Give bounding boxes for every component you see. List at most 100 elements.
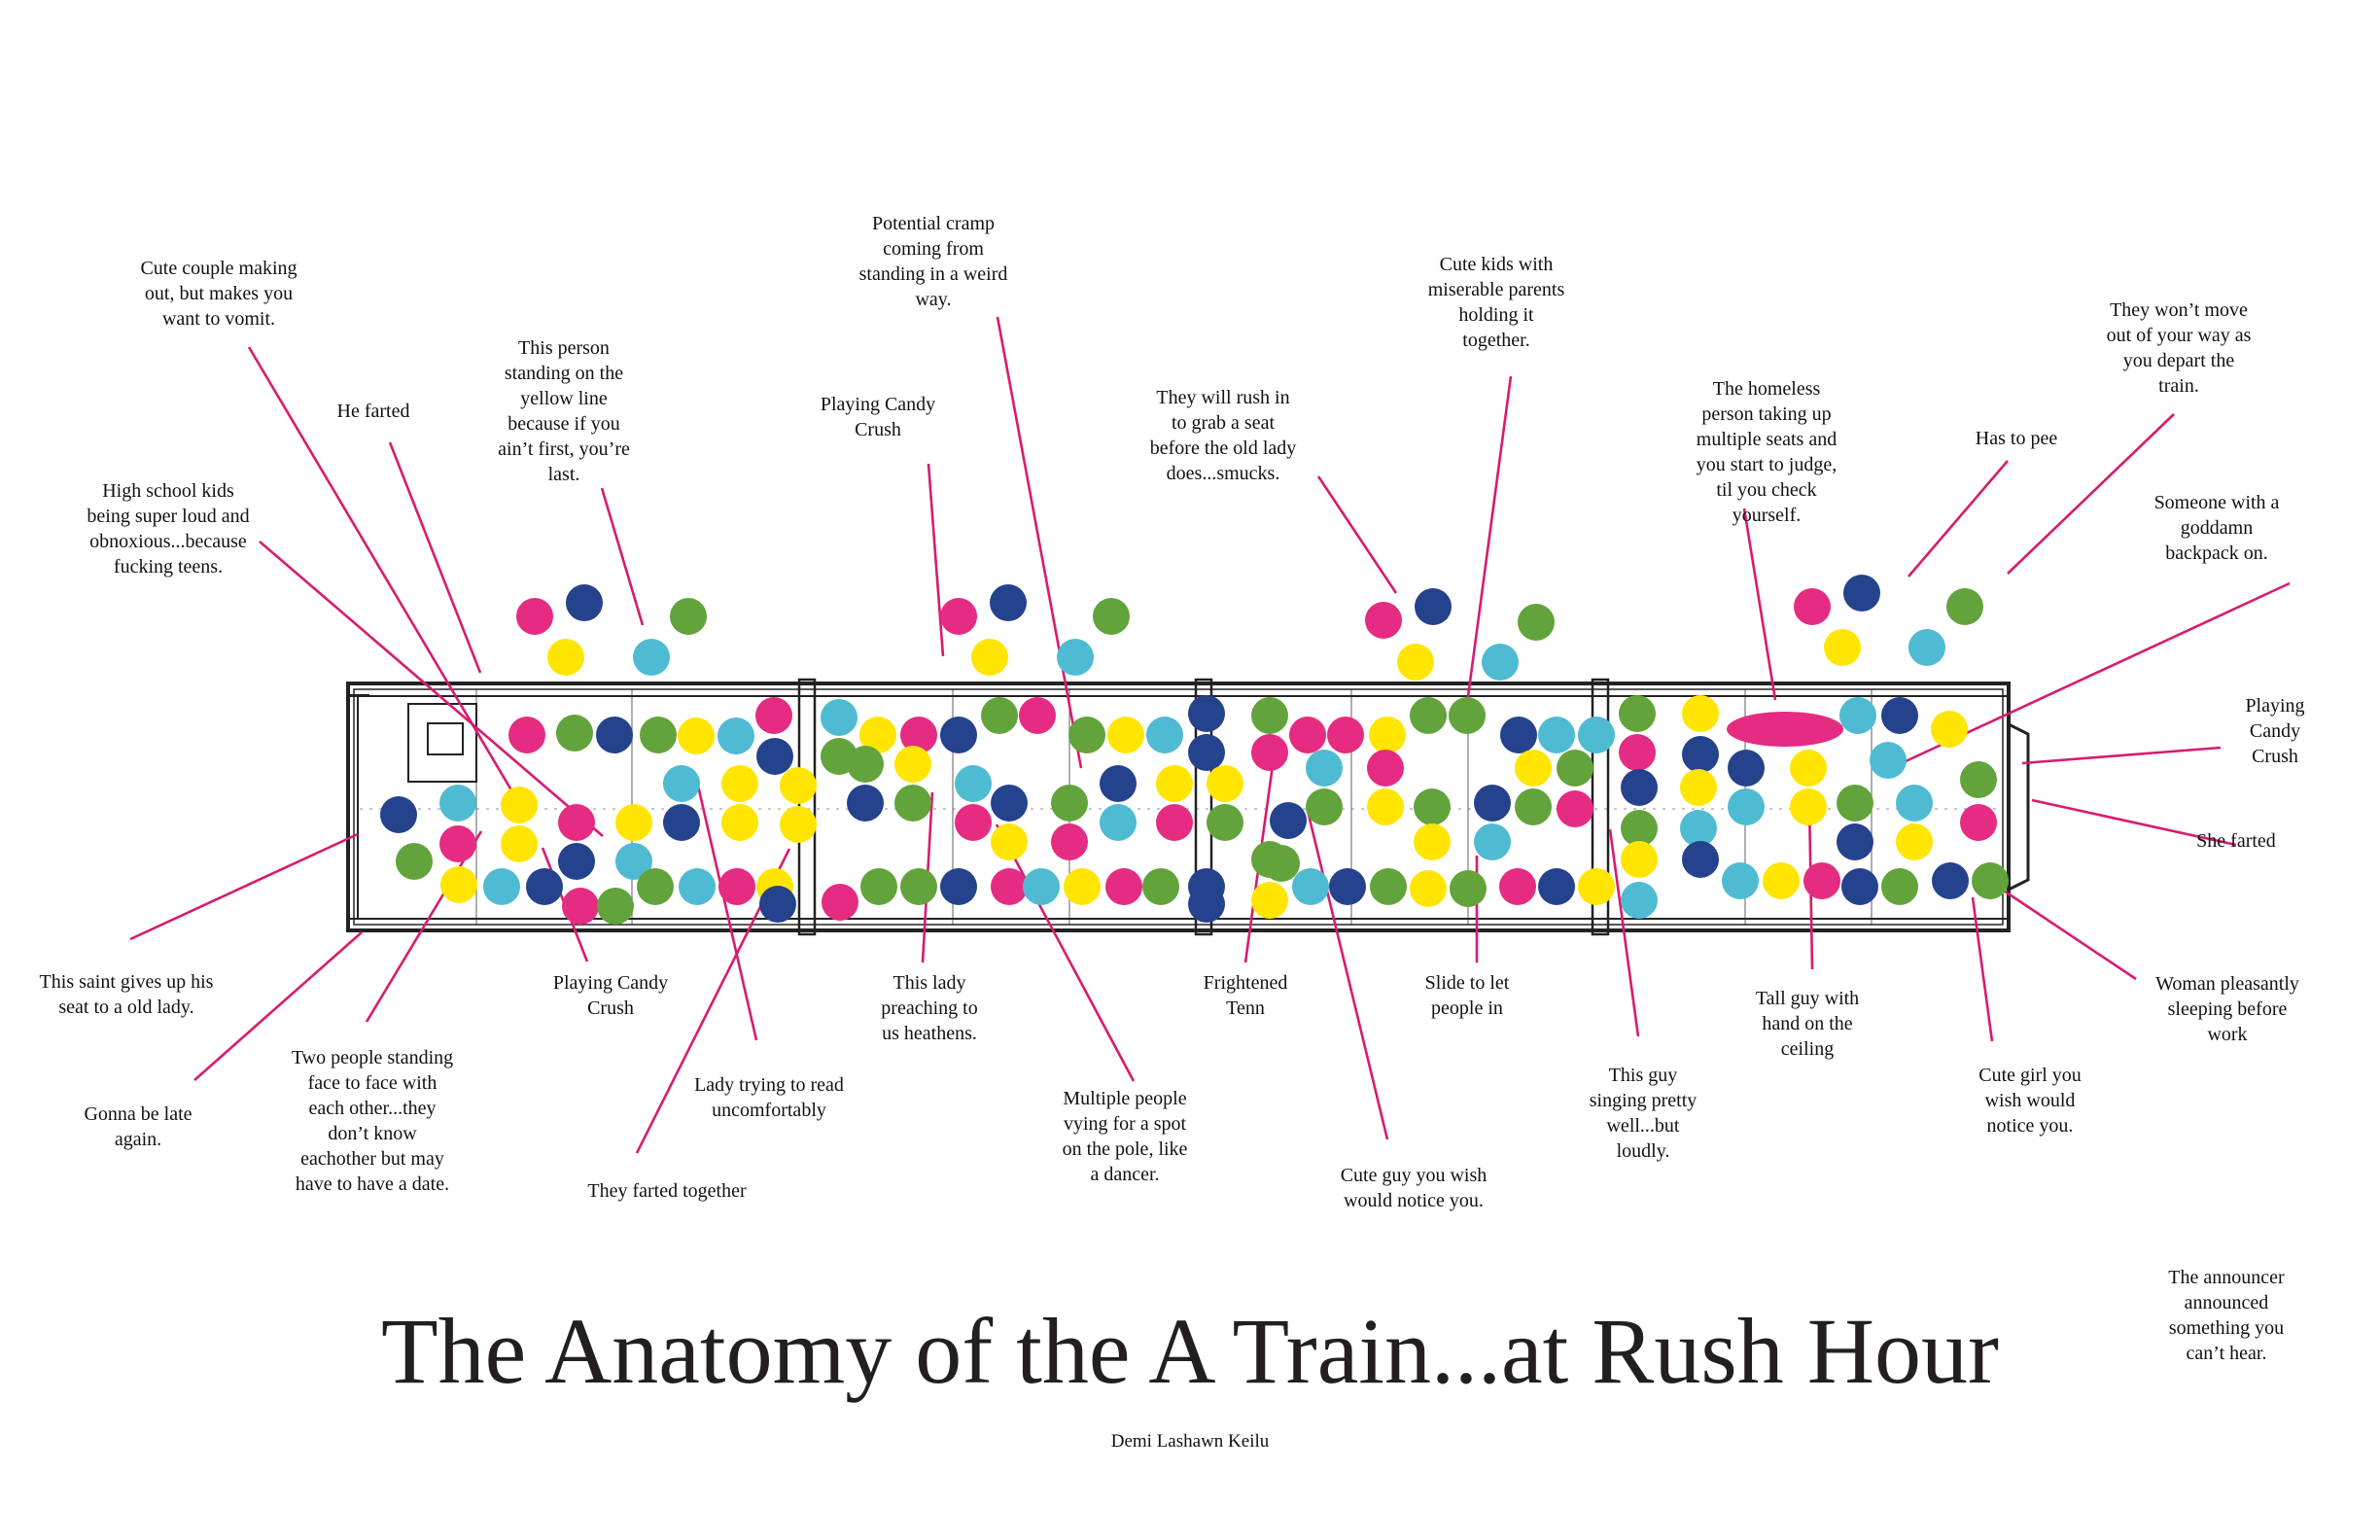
passenger-dot-43 bbox=[1289, 717, 1326, 753]
passenger-dot-1 bbox=[516, 598, 553, 635]
passenger-dot-152 bbox=[1682, 841, 1719, 878]
annotation-he-farted: He farted bbox=[336, 401, 410, 422]
passenger-dot-25 bbox=[678, 718, 715, 754]
passenger-dot-57 bbox=[1931, 711, 1968, 748]
annotation-cute-guy: Cute guy you wish would notice you. bbox=[1340, 1165, 1488, 1211]
passenger-dot-60 bbox=[439, 825, 476, 862]
passenger-dot-51 bbox=[1619, 695, 1656, 732]
passenger-dot-124 bbox=[637, 868, 674, 905]
passenger-dot-9 bbox=[971, 639, 1008, 676]
passenger-dot-27 bbox=[755, 697, 792, 734]
passenger-dot-154 bbox=[1763, 862, 1800, 899]
annotation-slide: Slide to let people in bbox=[1424, 972, 1510, 1019]
passenger-dot-22 bbox=[556, 715, 593, 752]
passenger-dot-87 bbox=[1207, 765, 1243, 802]
passenger-dot-131 bbox=[900, 868, 937, 905]
passenger-dot-76 bbox=[894, 785, 931, 822]
passenger-dot-68 bbox=[663, 804, 700, 841]
annotation-backpack: Someone with a goddamn backpack on. bbox=[2153, 492, 2280, 564]
leader-line-5 bbox=[996, 316, 1083, 769]
poster-author: Demi Lashawn Keilu bbox=[1110, 1431, 1270, 1452]
passenger-dot-32 bbox=[900, 717, 937, 753]
passenger-dot-91 bbox=[1306, 750, 1343, 787]
passenger-dot-54 bbox=[1682, 736, 1719, 773]
passenger-dot-150 bbox=[1621, 841, 1658, 878]
passenger-dot-143 bbox=[1329, 868, 1366, 905]
passenger-dot-59 bbox=[439, 785, 476, 822]
train-door-2 bbox=[1194, 678, 1213, 936]
leader-line-14 bbox=[2031, 798, 2237, 847]
passenger-dot-89 bbox=[1270, 802, 1307, 839]
passenger-dot-3 bbox=[670, 598, 707, 635]
passenger-dot-83 bbox=[1100, 765, 1137, 802]
passenger-dot-86 bbox=[1156, 804, 1193, 841]
passenger-dot-106 bbox=[1680, 810, 1717, 847]
passenger-dot-80 bbox=[991, 823, 1028, 860]
train-car-body bbox=[346, 682, 2011, 932]
passenger-dot-46 bbox=[1410, 697, 1447, 734]
passenger-dot-108 bbox=[1728, 788, 1765, 825]
leader-line-20 bbox=[693, 772, 758, 1041]
annotation-singing-guy: This guy singing pretty well...but loudl… bbox=[1589, 1065, 1698, 1162]
passenger-dot-133 bbox=[991, 868, 1028, 905]
passenger-dot-111 bbox=[1837, 785, 1873, 822]
passenger-dot-20 bbox=[1908, 629, 1945, 666]
passenger-dot-146 bbox=[1450, 870, 1487, 907]
passenger-dot-156 bbox=[1841, 868, 1878, 905]
passenger-dot-72 bbox=[780, 806, 817, 843]
leader-line-11 bbox=[1908, 460, 2009, 578]
passenger-dot-115 bbox=[1896, 823, 1933, 860]
passenger-dot-42 bbox=[1251, 734, 1288, 771]
passenger-dot-99 bbox=[1515, 750, 1552, 787]
passenger-dot-130 bbox=[860, 868, 897, 905]
passenger-dot-41 bbox=[1251, 697, 1288, 734]
passenger-dot-95 bbox=[1414, 788, 1451, 825]
passenger-dot-144 bbox=[1370, 868, 1407, 905]
passenger-dot-63 bbox=[558, 804, 595, 841]
passenger-dot-7 bbox=[990, 584, 1027, 621]
passenger-dot-26 bbox=[718, 718, 754, 754]
passenger-dot-145 bbox=[1410, 870, 1447, 907]
passenger-dot-73 bbox=[847, 746, 884, 783]
passenger-dot-114 bbox=[1896, 785, 1933, 822]
leader-line-3 bbox=[600, 487, 645, 626]
passenger-dot-136 bbox=[1105, 868, 1142, 905]
passenger-dot-116 bbox=[1960, 761, 1997, 798]
passenger-dot-142 bbox=[1292, 868, 1329, 905]
annotation-announcer: The announcer announced something you ca… bbox=[2168, 1267, 2285, 1364]
passenger-dot-98 bbox=[1474, 823, 1511, 860]
passenger-dot-48 bbox=[1500, 717, 1537, 753]
passenger-dot-21 bbox=[508, 717, 545, 753]
passenger-dot-126 bbox=[718, 868, 755, 905]
passenger-dot-120 bbox=[483, 868, 520, 905]
passenger-dot-65 bbox=[615, 804, 652, 841]
leader-line-24 bbox=[1307, 814, 1389, 1140]
leader-line-4 bbox=[259, 541, 604, 837]
passenger-dot-121 bbox=[526, 868, 563, 905]
passenger-dot-66 bbox=[615, 843, 652, 880]
annotation-rush-in: They will rush in to grab a seat before … bbox=[1149, 387, 1297, 484]
passenger-dot-45 bbox=[1369, 717, 1406, 753]
passenger-dot-110 bbox=[1790, 788, 1827, 825]
passenger-dot-2 bbox=[566, 584, 603, 621]
passenger-dot-157 bbox=[1881, 868, 1918, 905]
leader-line-22 bbox=[995, 823, 1136, 1082]
passenger-dot-103 bbox=[1621, 769, 1658, 806]
passenger-dot-132 bbox=[940, 868, 977, 905]
passenger-dot-19 bbox=[1824, 629, 1861, 666]
annotation-frightened-teen: Frightened Tenn bbox=[1203, 972, 1288, 1019]
passenger-dot-15 bbox=[1482, 644, 1519, 681]
train-front-end bbox=[348, 694, 369, 920]
passenger-dot-6 bbox=[940, 598, 977, 635]
passenger-dot-5 bbox=[633, 639, 670, 676]
passenger-dot-159 bbox=[1972, 862, 2009, 899]
passenger-dot-94 bbox=[1367, 788, 1404, 825]
passenger-dot-134 bbox=[1023, 868, 1060, 905]
annotation-lady-preaching: This lady preaching to us heathens. bbox=[881, 972, 978, 1044]
passenger-dot-62 bbox=[501, 825, 538, 862]
passenger-dot-37 bbox=[1107, 717, 1144, 753]
annotation-wont-move: They won’t move out of your way as you d… bbox=[2106, 299, 2252, 397]
passenger-dot-148 bbox=[1538, 868, 1575, 905]
train-rear-end bbox=[2008, 722, 2030, 892]
